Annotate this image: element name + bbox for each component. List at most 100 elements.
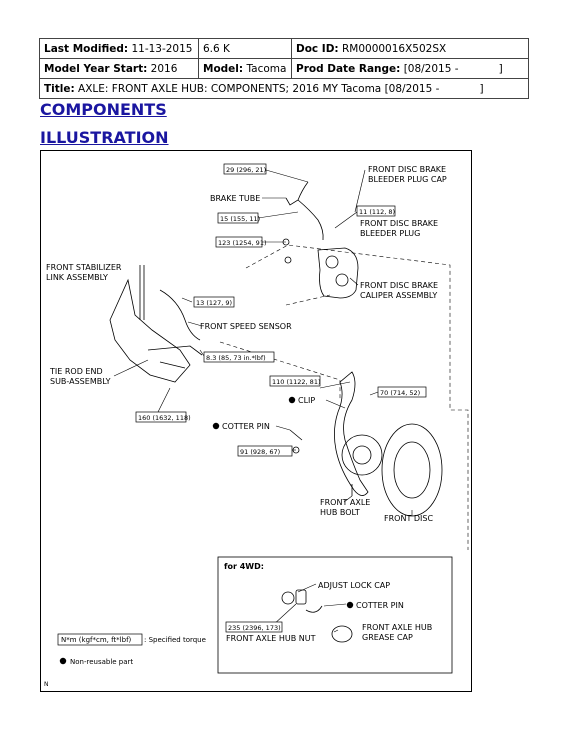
dashed-guide-lines bbox=[219, 244, 469, 550]
label-stabilizer-2: LINK ASSEMBLY bbox=[46, 273, 108, 282]
model-year-value: 2016 bbox=[150, 62, 178, 75]
disc-rotor-inner bbox=[393, 441, 431, 499]
svg-text:235 (2396, 173): 235 (2396, 173) bbox=[228, 624, 281, 632]
torque-91: 91 (928, 67) bbox=[237, 445, 293, 457]
label-grease-cap-1: FRONT AXLE HUB bbox=[362, 623, 432, 632]
cotter-pin-4wd-part bbox=[305, 605, 323, 613]
leader-hub-bolt bbox=[343, 495, 353, 503]
doc-id-value: RM0000016X502SX bbox=[341, 42, 447, 55]
brake-tube-part bbox=[285, 181, 324, 241]
prod-date-value: [08/2015 - ] bbox=[403, 62, 503, 75]
legend: N*m (kgf*cm, ft*lbf) : Specified torque … bbox=[44, 633, 206, 688]
label-for-4wd: for 4WD: bbox=[224, 562, 264, 571]
svg-text:11 (112, 8): 11 (112, 8) bbox=[359, 208, 395, 216]
svg-text:91 (928, 67): 91 (928, 67) bbox=[240, 448, 280, 456]
label-speed-sensor: FRONT SPEED SENSOR bbox=[200, 322, 292, 331]
last-modified-cell: Last Modified: 11-13-2015 bbox=[39, 38, 199, 59]
caliper-bolt-2 bbox=[284, 256, 292, 264]
label-cotter-pin-4wd: COTTER PIN bbox=[356, 601, 404, 610]
hub-nut-part bbox=[295, 589, 307, 605]
title-cell: Title: AXLE: FRONT AXLE HUB: COMPONENTS;… bbox=[39, 78, 529, 99]
parts-drawing bbox=[109, 181, 443, 643]
non-reusable-dot-cotter-pin bbox=[212, 422, 220, 430]
stabilizer-link-part bbox=[139, 265, 145, 320]
svg-text:29 (296, 21): 29 (296, 21) bbox=[226, 166, 266, 174]
grease-cap-part bbox=[331, 625, 353, 643]
version-value: 6.6 K bbox=[203, 42, 230, 55]
leader-29 bbox=[265, 169, 309, 183]
label-caliper-1: FRONT DISC BRAKE bbox=[360, 281, 438, 290]
torque-8-3: 8.3 (85, 73 in.*lbf) bbox=[203, 351, 275, 363]
svg-text:70 (714, 52): 70 (714, 52) bbox=[380, 389, 420, 397]
components-heading: COMPONENTS bbox=[40, 100, 167, 119]
guide-line-1 bbox=[245, 244, 469, 550]
legend-non-reusable-text: Non-reusable part bbox=[70, 658, 133, 666]
leader-bleeder-cap bbox=[354, 169, 366, 213]
leader-grease-cap bbox=[333, 629, 339, 633]
model-cell: Model: Tacoma bbox=[198, 58, 292, 79]
version-cell: 6.6 K bbox=[198, 38, 292, 59]
label-hub-bolt-1: FRONT AXLE bbox=[320, 498, 370, 507]
torque-123: 123 (1254, 91) bbox=[215, 236, 267, 248]
torque-160: 160 (1632, 118) bbox=[135, 411, 191, 423]
last-modified-label: Last Modified: bbox=[44, 42, 129, 55]
label-grease-cap-2: GREASE CAP bbox=[362, 633, 413, 642]
leader-clip bbox=[325, 399, 346, 409]
leader-11 bbox=[334, 211, 358, 229]
model-value: Tacoma bbox=[246, 62, 287, 75]
svg-text:8.3 (85, 73 in.*lbf): 8.3 (85, 73 in.*lbf) bbox=[206, 354, 266, 362]
svg-text:110 (1122, 81): 110 (1122, 81) bbox=[272, 378, 321, 386]
leader-caliper bbox=[349, 277, 359, 286]
svg-text:160 (1632, 118): 160 (1632, 118) bbox=[138, 414, 191, 422]
label-hub-bolt-2: HUB BOLT bbox=[320, 508, 360, 517]
non-reusable-dot-cotter-4wd bbox=[346, 601, 354, 609]
label-brake-tube: BRAKE TUBE bbox=[210, 194, 260, 203]
torque-boxes: 29 (296, 21) 11 (112, 8) 15 (155, 11) 12… bbox=[135, 163, 427, 633]
document-header-table: Last Modified: 11-13-2015 6.6 K Doc ID: … bbox=[39, 38, 529, 99]
leader-sensor bbox=[187, 321, 203, 327]
caliper-piston-1 bbox=[325, 255, 339, 269]
prod-date-cell: Prod Date Range: [08/2015 - ] bbox=[291, 58, 529, 79]
model-year-label: Model Year Start: bbox=[44, 62, 148, 75]
leader-8-3 bbox=[199, 349, 205, 357]
legend-non-reusable-dot bbox=[59, 657, 67, 665]
leader-tie-rod bbox=[113, 359, 149, 377]
doc-id-cell: Doc ID: RM0000016X502SX bbox=[291, 38, 529, 59]
last-modified-value: 11-13-2015 bbox=[131, 42, 193, 55]
leader-cotter-pin bbox=[275, 425, 291, 431]
label-bleeder-plug-2: BLEEDER PLUG bbox=[360, 229, 420, 238]
leader-lock-cap bbox=[297, 583, 317, 593]
doc-id-label: Doc ID: bbox=[296, 42, 339, 55]
torque-70: 70 (714, 52) bbox=[377, 386, 427, 398]
svg-text:15 (155, 11): 15 (155, 11) bbox=[220, 215, 260, 223]
svg-text:13 (127, 9): 13 (127, 9) bbox=[196, 299, 232, 307]
label-clip: CLIP bbox=[298, 396, 315, 405]
caliper-part bbox=[317, 247, 359, 299]
label-adjust-lock-cap: ADJUST LOCK CAP bbox=[318, 581, 390, 590]
label-tie-rod-2: SUB-ASSEMBLY bbox=[50, 377, 111, 386]
disc-rotor-outer bbox=[381, 423, 443, 517]
torque-235: 235 (2396, 173) bbox=[225, 621, 283, 633]
non-reusable-dot-clip bbox=[288, 396, 296, 404]
leader-70 bbox=[369, 391, 379, 396]
label-caliper-2: CALIPER ASSEMBLY bbox=[360, 291, 437, 300]
leader-13 bbox=[181, 297, 193, 303]
svg-text:123 (1254, 91): 123 (1254, 91) bbox=[218, 239, 267, 247]
guide-line-2 bbox=[219, 341, 341, 400]
steering-knuckle-part bbox=[334, 371, 369, 496]
hub-center bbox=[352, 445, 372, 465]
torque-29: 29 (296, 21) bbox=[223, 163, 267, 175]
corner-mark: N bbox=[44, 681, 49, 688]
label-tie-rod-1: TIE ROD END bbox=[49, 367, 103, 376]
illustration-border bbox=[40, 150, 472, 692]
adjust-lock-cap-part bbox=[281, 591, 295, 605]
title-label: Title: bbox=[44, 82, 75, 95]
model-label: Model: bbox=[203, 62, 244, 75]
leader-lines bbox=[113, 169, 413, 633]
hub-part bbox=[341, 434, 383, 476]
leader-110 bbox=[319, 381, 351, 389]
axle-hub-components-illustration: 29 (296, 21) 11 (112, 8) 15 (155, 11) 12… bbox=[40, 150, 472, 692]
caliper-piston-2 bbox=[335, 273, 349, 287]
label-bleeder-plug-1: FRONT DISC BRAKE bbox=[360, 219, 438, 228]
guide-line-3 bbox=[285, 294, 331, 306]
